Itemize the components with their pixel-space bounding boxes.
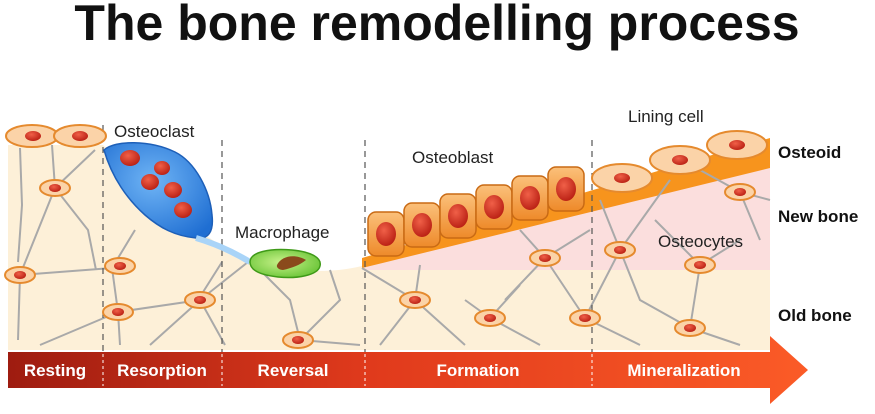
macrophage-label: Macrophage [235,223,330,242]
osteocyte-network [17,144,771,346]
new-bone-region [362,168,770,270]
stage-mineralization: Mineralization [627,361,740,380]
old-bone-label: Old bone [778,306,852,325]
stage-formation: Formation [436,361,519,380]
osteoid-label: Osteoid [778,143,841,162]
osteoclast [103,142,252,265]
lining-cells [591,130,768,193]
resting-lining-cells [5,124,107,148]
osteocytes-label: Osteocytes [658,232,743,251]
stage-reversal: Reversal [258,361,329,380]
arrow-separators [102,354,593,386]
process-arrow [8,336,808,404]
stage-resorption: Resorption [117,361,207,380]
osteocytes [4,179,756,349]
macrophage [249,248,321,279]
lining-cell-label: Lining cell [628,107,704,126]
new-bone-label: New bone [778,207,858,226]
osteoblast-label: Osteoblast [412,148,494,167]
osteoclast-label: Osteoclast [114,122,195,141]
osteoblasts [367,166,585,257]
diagram-title: The bone remodelling process [74,0,799,51]
stage-resting: Resting [24,361,86,380]
